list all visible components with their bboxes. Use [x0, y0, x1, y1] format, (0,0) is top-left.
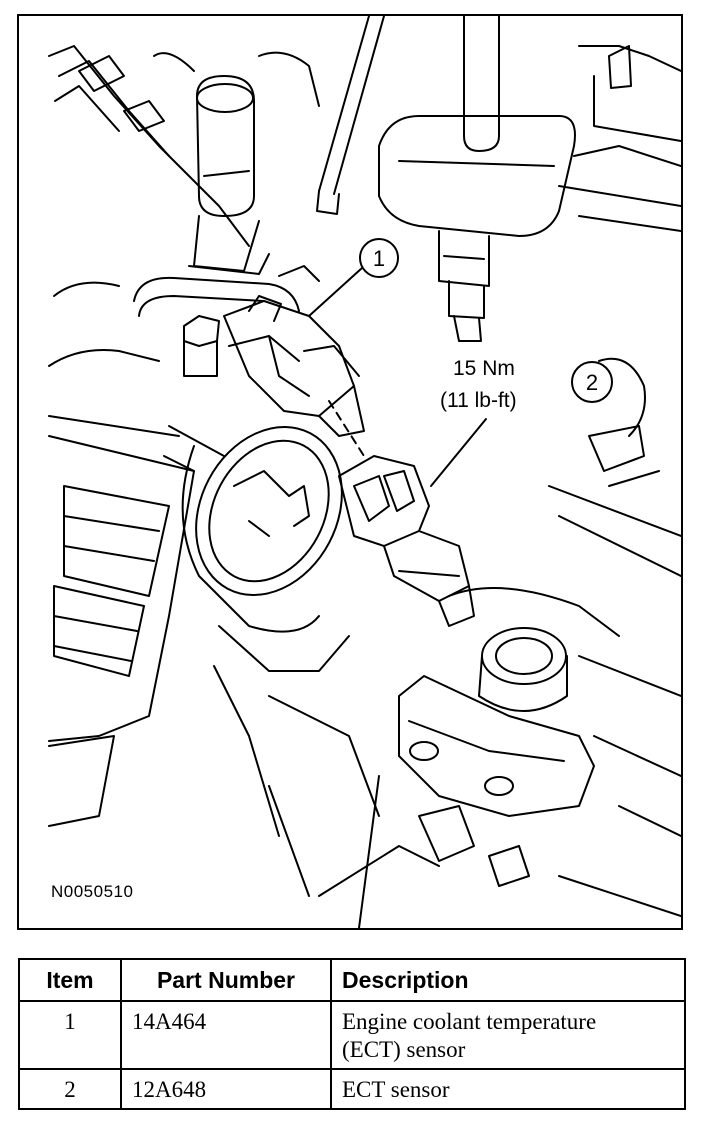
callout-1-number: 1	[373, 246, 385, 271]
engine-block-lower	[213, 655, 681, 917]
row-description: Engine coolant temperature (ECT) sensor	[330, 1000, 686, 1070]
alignment-line	[328, 400, 365, 457]
row-description: ECT sensor	[330, 1068, 686, 1110]
row-description-line: (ECT) sensor	[342, 1037, 466, 1062]
row-item: 1	[18, 1000, 122, 1070]
row-part-number: 14A464	[120, 1000, 332, 1070]
valve-cover	[48, 281, 195, 827]
bolt-head	[183, 315, 220, 377]
callout-1: 1	[308, 238, 399, 317]
ect-sensor	[338, 455, 475, 627]
oil-fill-neck	[163, 425, 350, 672]
callout-2: 2	[430, 361, 613, 487]
row-description-line: ECT sensor	[342, 1077, 450, 1102]
coolant-hose	[153, 51, 320, 275]
table-row: 2 12A648 ECT sensor	[18, 1068, 686, 1110]
row-description-line: Engine coolant temperature	[342, 1009, 597, 1034]
upper-right-housing	[558, 45, 681, 232]
table-header-row: Item Part Number Description	[18, 958, 686, 1002]
torque-imperial-label: (11 lb-ft)	[440, 389, 517, 412]
upper-left-bracket	[48, 45, 250, 247]
header-part-number: Part Number	[120, 958, 332, 1002]
ect-connector	[223, 295, 365, 437]
parts-table: Item Part Number Description 1 14A464 En…	[18, 958, 686, 1110]
thermostat-housing	[448, 587, 620, 712]
oil-fill-cap	[181, 425, 343, 633]
figure-id: N0050510	[51, 882, 134, 901]
pushrod	[316, 16, 385, 215]
row-item: 2	[18, 1068, 122, 1110]
diagram-frame: 1 2 15 Nm (11 lb-ft) N0050510	[17, 14, 683, 930]
callout-2-number: 2	[586, 370, 598, 395]
header-description: Description	[330, 958, 686, 1002]
table-row: 1 14A464 Engine coolant temperature (ECT…	[18, 1000, 686, 1070]
fuel-rail-injector	[378, 16, 576, 342]
engine-illustration: 1 2	[48, 16, 681, 928]
right-bracket	[548, 357, 681, 577]
row-part-number: 12A648	[120, 1068, 332, 1110]
lower-sensor-bracket	[318, 675, 595, 928]
torque-metric-label: 15 Nm	[453, 357, 515, 380]
wiring-harness	[133, 265, 320, 317]
header-item: Item	[18, 958, 122, 1002]
